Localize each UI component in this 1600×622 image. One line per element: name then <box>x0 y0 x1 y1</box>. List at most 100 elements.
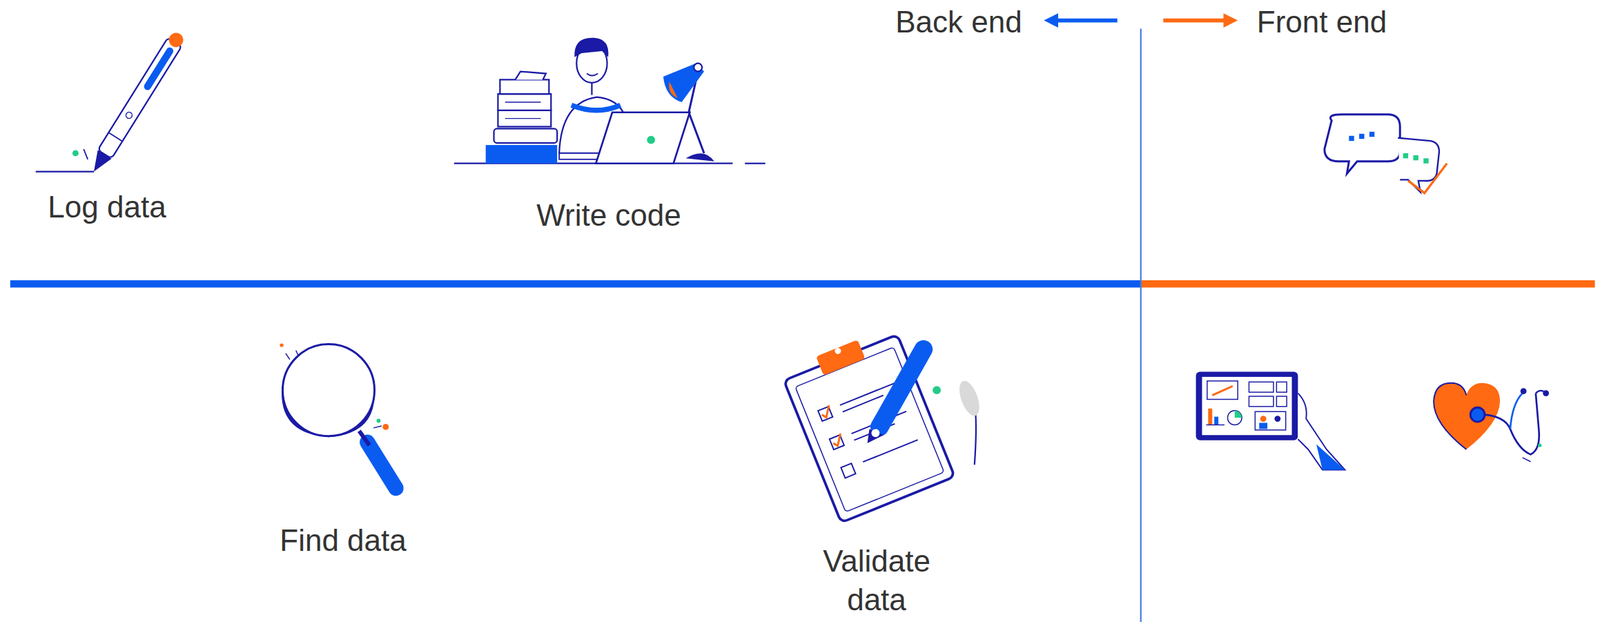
pen-icon-part <box>72 149 79 156</box>
tablet-icon-part <box>1297 393 1345 471</box>
pen-icon-part <box>86 29 188 177</box>
heart-stethoscope-icon <box>1433 383 1549 462</box>
coder-illustration-part <box>685 153 714 162</box>
heart-stethoscope-icon-part <box>1484 393 1540 455</box>
clipboard-icon-part-part <box>784 334 956 523</box>
chat-icon-part <box>1412 155 1418 161</box>
magnifier-icon-part <box>376 418 381 424</box>
tablet-icon-part <box>1260 415 1267 422</box>
clipboard-icon-part <box>867 428 885 444</box>
clipboard-icon-part-part <box>819 405 833 419</box>
chat-icon-part <box>1423 158 1429 163</box>
tablet-icon-part <box>1207 408 1213 426</box>
coder-illustration-part <box>663 63 705 103</box>
heart-stethoscope-icon-part <box>1433 383 1467 450</box>
step-label: Find data <box>279 521 406 560</box>
divider-lines <box>10 28 1596 622</box>
clipboard-icon-part-part <box>815 339 865 376</box>
coder-illustration-part <box>571 104 621 110</box>
step-label: Validate data <box>800 541 953 620</box>
coder-illustration-part <box>590 82 593 96</box>
pen-icon-part-part <box>142 46 175 92</box>
direction-arrows-part <box>1163 18 1225 23</box>
clipboard-icon-part-part <box>831 433 845 447</box>
step-label: Write code <box>536 196 682 235</box>
heart-stethoscope-icon-part <box>1537 443 1542 447</box>
coder-illustration-part <box>595 112 690 164</box>
clipboard-icon-part-part <box>833 347 843 356</box>
pen-icon-part <box>35 170 94 172</box>
chat-icon-part <box>1397 138 1440 192</box>
divider-lines-part <box>1140 280 1596 288</box>
magnifier-icon <box>279 343 396 489</box>
clipboard-icon-part <box>871 428 880 437</box>
clipboard-icon-part <box>879 349 924 427</box>
tablet-icon-part <box>1274 415 1281 422</box>
direction-arrows-part <box>1056 18 1118 23</box>
tablet-icon-part <box>1259 423 1268 430</box>
pen-icon <box>35 29 188 177</box>
side-label: Front end <box>1256 2 1387 42</box>
clipboard-icon-part-part <box>842 395 884 413</box>
divider-lines-part <box>1140 28 1142 622</box>
chat-icon-part <box>1324 114 1400 174</box>
pen-icon-part-part <box>108 132 123 142</box>
coder-illustration-part <box>515 71 546 81</box>
magnifier-icon-part <box>367 442 396 489</box>
tablet-icon-part <box>1196 372 1299 441</box>
tablet-icon-part <box>1248 396 1273 407</box>
tablet-icon-part <box>1234 410 1242 418</box>
side-label: Back end <box>895 2 1022 42</box>
pen-icon-part <box>83 149 88 160</box>
coder-illustration-part <box>494 128 558 143</box>
coder-illustration-part <box>693 63 702 72</box>
coder-illustration <box>454 37 766 164</box>
tablet-icon <box>1196 372 1346 471</box>
tablet-icon-part <box>1316 444 1345 471</box>
clipboard-icon-part-part <box>795 347 945 513</box>
magnifier-icon-part <box>285 353 290 360</box>
coder-illustration-part <box>744 162 766 165</box>
clipboard-icon-part-part <box>829 434 845 450</box>
heart-stethoscope-icon-part <box>1520 387 1527 395</box>
tablet-icon-part <box>1276 396 1287 407</box>
clipboard-icon <box>779 325 984 523</box>
tablet-icon-part <box>1227 410 1242 426</box>
clipboard-icon-part <box>932 385 941 395</box>
tablet-icon-part <box>1201 376 1292 435</box>
tablet-icon-part <box>1207 381 1238 400</box>
tablet-icon-part <box>1254 411 1286 431</box>
clipboard-icon-part-part <box>840 463 856 478</box>
chat-icon-part <box>1348 135 1354 141</box>
magnifier-icon-part <box>279 343 284 347</box>
magnifier-icon-part <box>282 344 375 437</box>
coder-illustration-part <box>646 135 656 145</box>
magnifier-icon-part <box>382 423 389 431</box>
clipboard-icon-part-part <box>862 439 918 462</box>
coder-illustration-part <box>668 81 678 99</box>
chat-icon-part <box>1359 133 1364 139</box>
divider-lines-part <box>10 280 1141 288</box>
tablet-icon-part <box>1212 385 1233 395</box>
heart-stethoscope-icon-part <box>1470 407 1485 422</box>
coder-illustration-part <box>586 73 598 76</box>
tablet-icon-part <box>1248 381 1273 393</box>
chat-icon-part <box>1408 163 1447 194</box>
direction-arrows <box>1043 13 1238 28</box>
coder-illustration-part <box>497 93 551 111</box>
heart-stethoscope-icon-part <box>1535 390 1547 394</box>
tablet-icon-part <box>1205 424 1225 426</box>
step-label: Log data <box>47 187 166 227</box>
pen-icon-part-part <box>166 30 187 51</box>
coder-illustration-part <box>497 110 551 128</box>
chat-icon <box>1324 114 1447 194</box>
coder-illustration-part <box>485 144 558 164</box>
coder-illustration-part <box>574 37 609 58</box>
coder-illustration-part <box>499 79 549 94</box>
tablet-icon-part <box>1214 416 1219 426</box>
clipboard-icon-part <box>955 378 983 419</box>
chat-icon-part <box>1403 153 1409 159</box>
pen-icon-part-part <box>124 111 134 120</box>
